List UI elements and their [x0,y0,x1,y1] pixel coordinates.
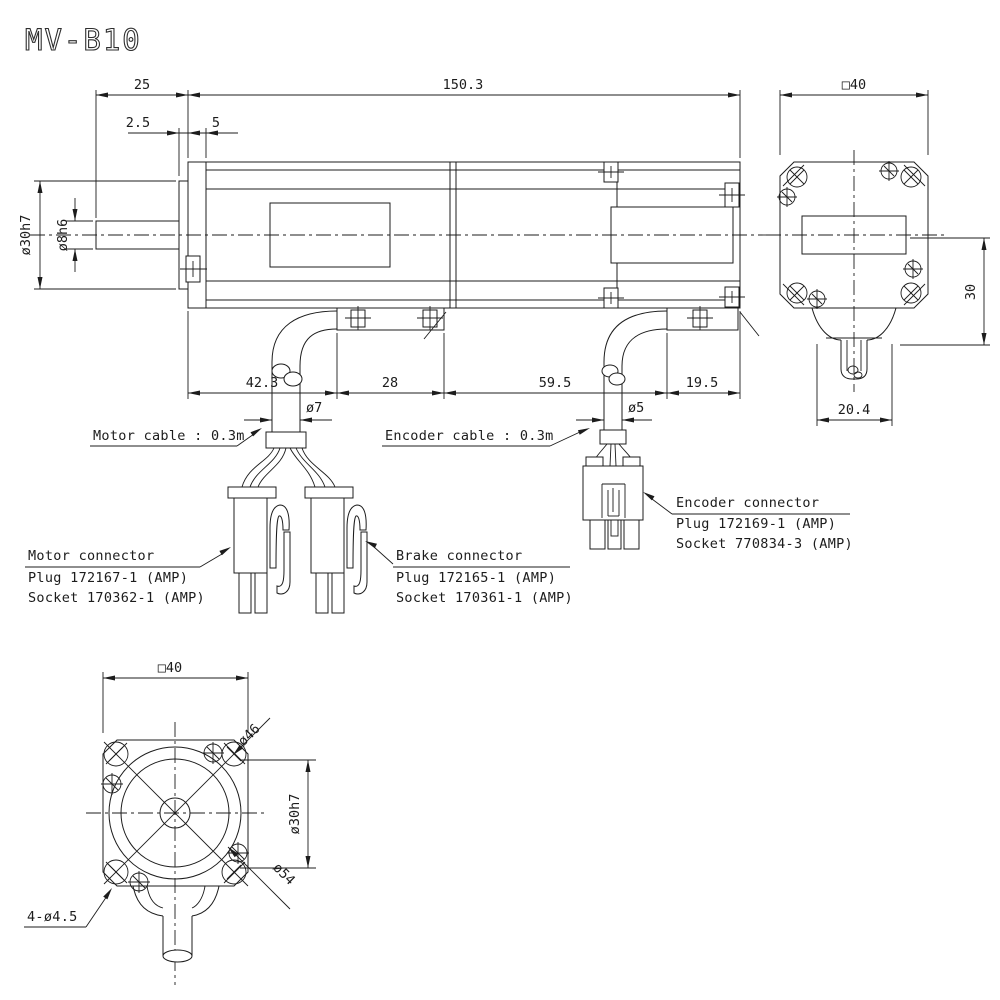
motor-connector-plug: Plug 172167-1 (AMP) [28,570,188,586]
encoder-connector-title: Encoder connector [676,495,819,511]
motor-connector-title: Motor connector [28,548,154,564]
front-screws [101,742,249,893]
brake-connector-socket: Socket 170361-1 (AMP) [396,590,573,606]
brake-connector-title: Brake connector [396,548,522,564]
dim-28: 28 [382,375,398,391]
motor-connector-socket: Socket 170362-1 (AMP) [28,590,205,606]
side-view-dimensions: 25 150.3 2.5 5 ø30h7 ø8h6 42.3 28 [18,77,741,423]
encoder-cable [599,310,668,445]
brake-connector-label: Brake connector Plug 172165-1 (AMP) Sock… [365,541,573,606]
rear-dim-20-4: 20.4 [838,402,871,418]
encoder-cable-mount [666,306,760,337]
motor-cable-label: Motor cable : 0.3m [93,428,245,444]
dim-5: 5 [212,115,220,131]
rear-dim-30: 30 [963,284,979,300]
dim-59-5: 59.5 [539,375,572,391]
motor-cable-mount [336,306,447,340]
rear-dim-width: □40 [842,77,866,93]
front-shaft-side [132,885,220,963]
drawing-title: MV-B10 [25,23,142,57]
rear-view: □40 30 20.4 [766,77,990,426]
encoder-connector-socket: Socket 770834-3 (AMP) [676,536,853,552]
dim-19-5: 19.5 [686,375,719,391]
brake-connector-plug: Plug 172165-1 (AMP) [396,570,556,586]
front-dim-width: □40 [158,660,182,676]
encoder-connector-label: Encoder connector Plug 172169-1 (AMP) So… [643,492,853,552]
encoder-cable-label: Encoder cable : 0.3m [385,428,554,444]
cable-labels: Motor cable : 0.3m Encoder cable : 0.3m [90,428,590,447]
dim-shaft-dia: ø8h6 [55,219,71,252]
dim-2-5: 2.5 [126,115,150,131]
dim-motor-cable-dia: ø7 [306,400,322,416]
rear-screws [777,161,923,309]
dim-25: 25 [134,77,150,93]
rear-mount-holes [786,166,922,304]
front-view: □40 ø46 ø54 ø30h7 4-ø4.5 [24,660,316,985]
dim-150-3: 150.3 [443,77,484,93]
motor-connector-drawing [227,447,336,614]
motor-connector-label: Motor connector Plug 172167-1 (AMP) Sock… [25,547,231,606]
brake-connector-drawing [304,486,368,614]
dim-42-3: 42.3 [246,375,279,391]
housing-clips [180,161,745,309]
front-dim-corner-circle: ø54 [270,860,299,889]
dim-pilot-dia: ø30h7 [18,215,34,256]
front-dim-holes: 4-ø4.5 [27,909,78,925]
encoder-connector-drawing [582,443,644,550]
side-view [30,161,770,449]
front-dim-pilot: ø30h7 [287,794,303,835]
dim-encoder-cable-dia: ø5 [628,400,644,416]
encoder-connector-plug: Plug 172169-1 (AMP) [676,516,836,532]
